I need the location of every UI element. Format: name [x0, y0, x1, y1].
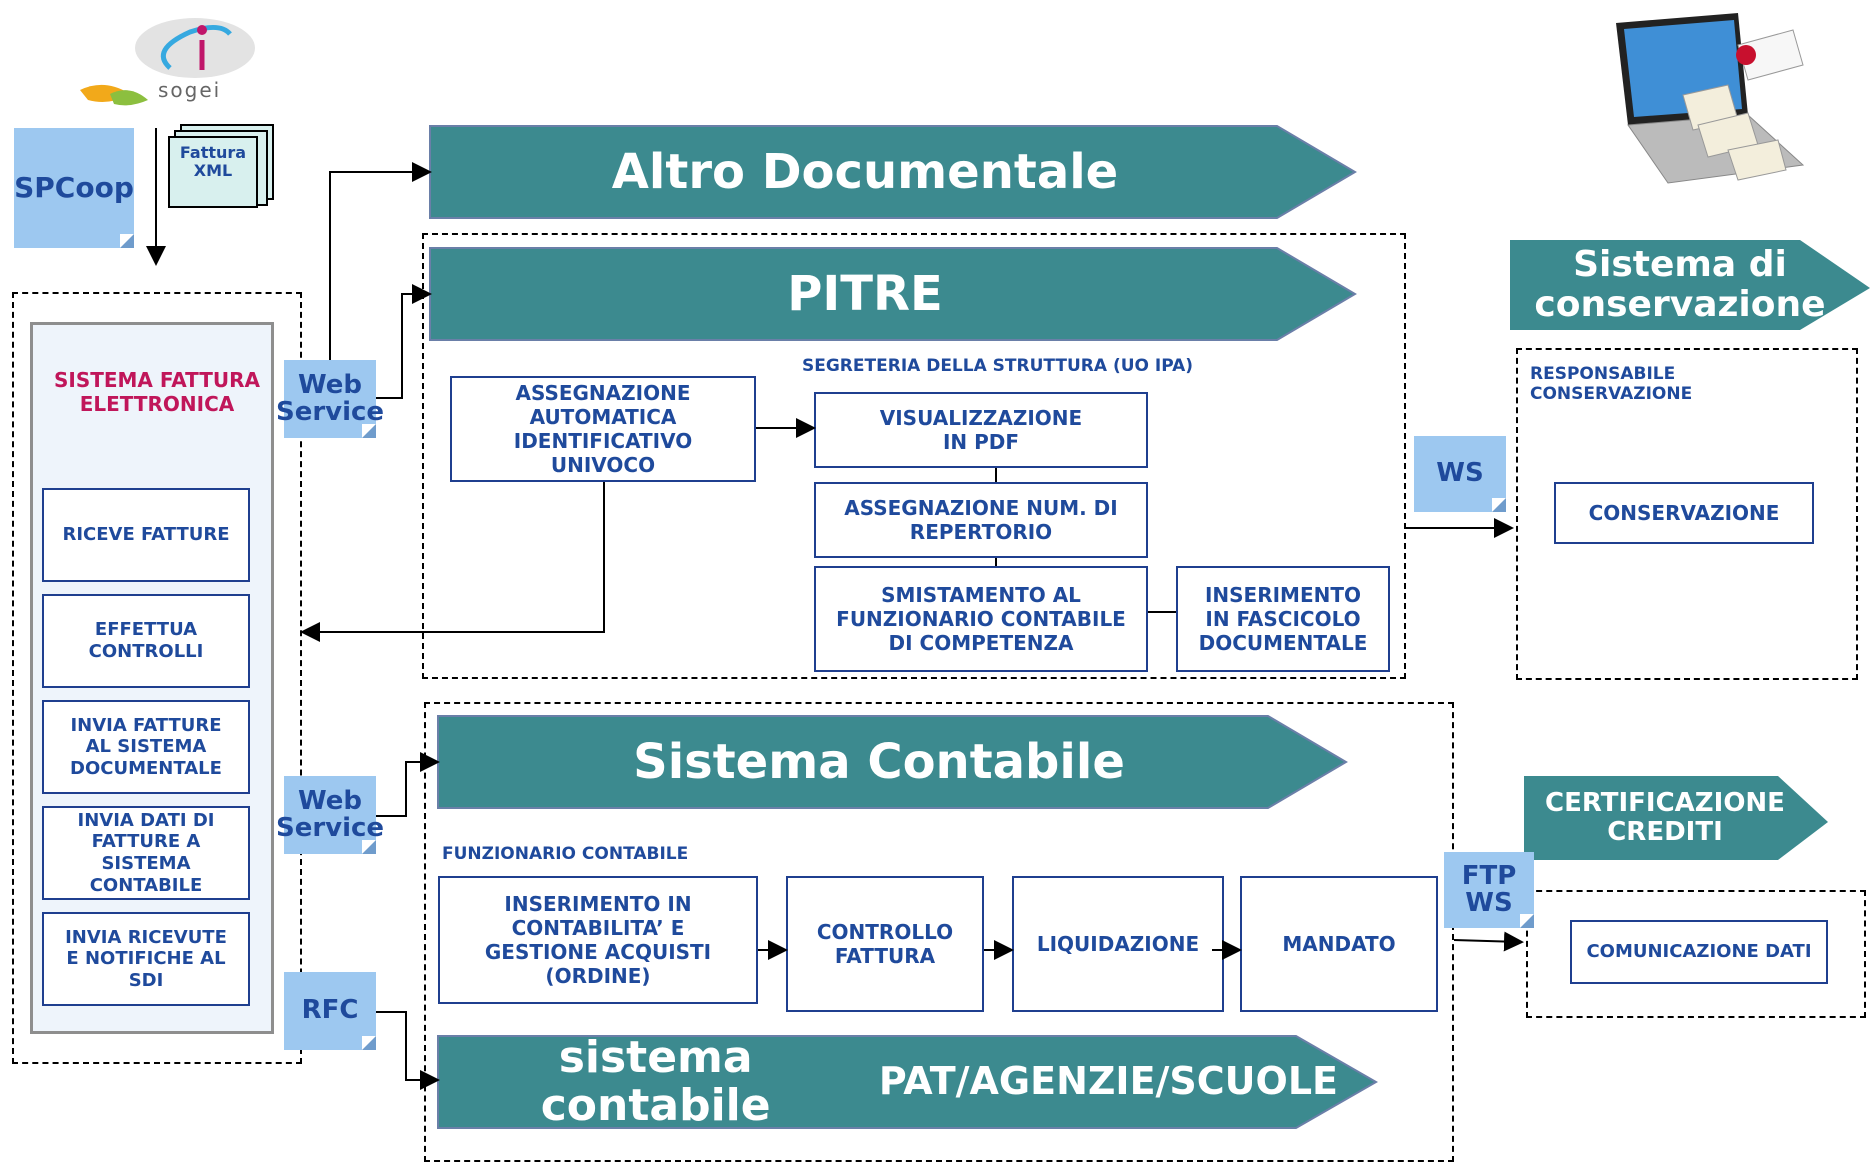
comunicazione-dashed-area [1526, 890, 1866, 1018]
fattura-xml-label: Fattura XML [168, 136, 258, 208]
sfe-item-invia-contabile: INVIA DATI DI FATTURE A SISTEMA CONTABIL… [42, 806, 250, 900]
laptop-mail-illustration [1588, 5, 1818, 195]
sogei-text: sogei [158, 78, 222, 102]
fascicolo-box: INSERIMENTO IN FASCICOLO DOCUMENTALE [1176, 566, 1390, 672]
sfe-title: SISTEMA FATTURA ELETTRONICA [53, 368, 261, 416]
laptop-icon [1616, 13, 1805, 184]
arrow-to-altro [329, 162, 432, 360]
banner-sistema-contabile [437, 715, 1348, 809]
banner-altro-label: Altro Documentale [611, 143, 1119, 200]
sfe-dashed-area [12, 292, 302, 1064]
ftp-ws-note: FTP WS [1444, 852, 1534, 928]
arrow-back-to-sfe [300, 482, 605, 642]
ws-note: WS [1414, 436, 1506, 512]
web-service-note-2: Web Service [276, 776, 384, 854]
conservazione-box: CONSERVAZIONE [1554, 482, 1814, 544]
step-liquidazione-box: LIQUIDAZIONE [1012, 876, 1224, 1012]
comunicazione-dati-box: COMUNICAZIONE DATI [1570, 920, 1828, 984]
conservazione-dashed-area [1516, 348, 1858, 680]
banner-certificazione-label: CERTIFICAZIONE CREDITI [1545, 788, 1785, 847]
arrow-to-pitre [376, 284, 432, 399]
sfe-item-invia-ricevute: INVIA RICEVUTE E NOTIFICHE AL SDI [42, 912, 250, 1006]
arrow-to-comunicazione [1453, 931, 1524, 952]
visualizzazione-pdf-box: VISUALIZZAZIONE IN PDF [814, 392, 1148, 468]
banner-altro-documentale [429, 125, 1357, 219]
funzionario-label: FUNZIONARIO CONTABILE [442, 844, 689, 864]
segreteria-label: SEGRETERIA DELLA STRUTTURA (UO IPA) [802, 356, 1194, 376]
sfe-item-invia-documentale: INVIA FATTURE AL SISTEMA DOCUMENTALE [42, 700, 250, 794]
spcoop-note: SPCoop [14, 128, 134, 248]
arrow-to-contabile [376, 752, 440, 817]
banner-certificazione [1524, 776, 1828, 860]
assegnazione-automatica-box: ASSEGNAZIONE AUTOMATICA IDENTIFICATIVO U… [450, 376, 756, 482]
banner-pitre-label: PITRE [787, 265, 943, 322]
rfc-note: RFC [284, 972, 376, 1050]
step-inserimento-box: INSERIMENTO IN CONTABILITA’ E GESTIONE A… [438, 876, 758, 1004]
sfe-item-controlli: EFFETTUA CONTROLLI [42, 594, 250, 688]
sfe-item-riceve: RICEVE FATTURE [42, 488, 250, 582]
web-service-note-1: Web Service [276, 360, 384, 438]
sdi-logo-graphic [80, 18, 255, 106]
banner-pitre [429, 247, 1357, 341]
banner-pat [437, 1035, 1379, 1129]
sdi-sogei-logo: sogei [70, 10, 270, 110]
arrow-to-pat [376, 1011, 440, 1090]
banner-conservazione-label: Sistema di conservazione [1534, 244, 1826, 325]
pitre-dashed-area [422, 233, 1406, 679]
responsabile-label: RESPONSABILE CONSERVAZIONE [1530, 364, 1693, 405]
banner-pat-main: sistema contabile [540, 1031, 771, 1131]
banner-conservazione [1510, 240, 1870, 330]
smistamento-box: SMISTAMENTO AL FUNZIONARIO CONTABILE DI … [814, 566, 1148, 672]
banner-pat-label: sistema contabile PAT/AGENZIE/SCUOLE [438, 1031, 1338, 1131]
step-controllo-box: CONTROLLO FATTURA [786, 876, 984, 1012]
repertorio-box: ASSEGNAZIONE NUM. DI REPERTORIO [814, 482, 1148, 558]
banner-pat-tail: PAT/AGENZIE/SCUOLE [878, 1059, 1338, 1104]
fattura-xml-stack: Fattura XML [168, 124, 274, 208]
banner-contabile-label: Sistema Contabile [633, 733, 1125, 790]
step-mandato-box: MANDATO [1240, 876, 1438, 1012]
